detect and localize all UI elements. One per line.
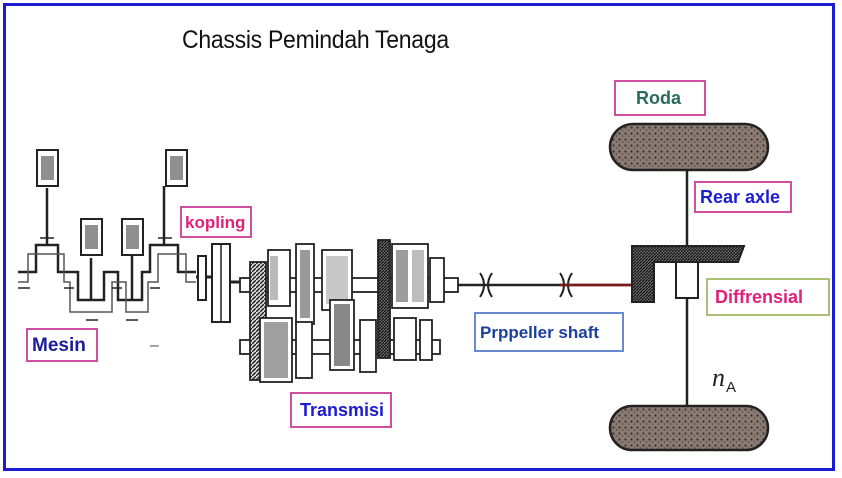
wheel-bottom xyxy=(608,404,770,452)
n-symbol: n xyxy=(712,363,725,392)
label-propeller-shaft: Prppeller shaft xyxy=(474,312,624,352)
wheel-top xyxy=(608,122,770,172)
label-roda: Roda xyxy=(614,80,706,116)
stray-mark: – xyxy=(150,337,159,354)
n-subscript: A xyxy=(726,378,737,396)
piston xyxy=(121,218,144,256)
engine-crankshaft xyxy=(18,186,196,321)
label-rear-axle: Rear axle xyxy=(694,181,792,213)
piston xyxy=(36,149,59,187)
label-mesin: Mesin xyxy=(26,328,98,362)
diagram-title: Chassis Pemindah Tenaga xyxy=(182,26,449,54)
piston xyxy=(80,218,103,256)
label-diffrensial: Diffrensial xyxy=(706,278,830,316)
transmission xyxy=(239,239,459,383)
label-n-a: n A xyxy=(712,358,736,398)
label-transmisi: Transmisi xyxy=(290,392,392,428)
label-kopling: kopling xyxy=(180,206,252,238)
propeller-shaft xyxy=(458,272,640,298)
piston xyxy=(165,149,188,187)
